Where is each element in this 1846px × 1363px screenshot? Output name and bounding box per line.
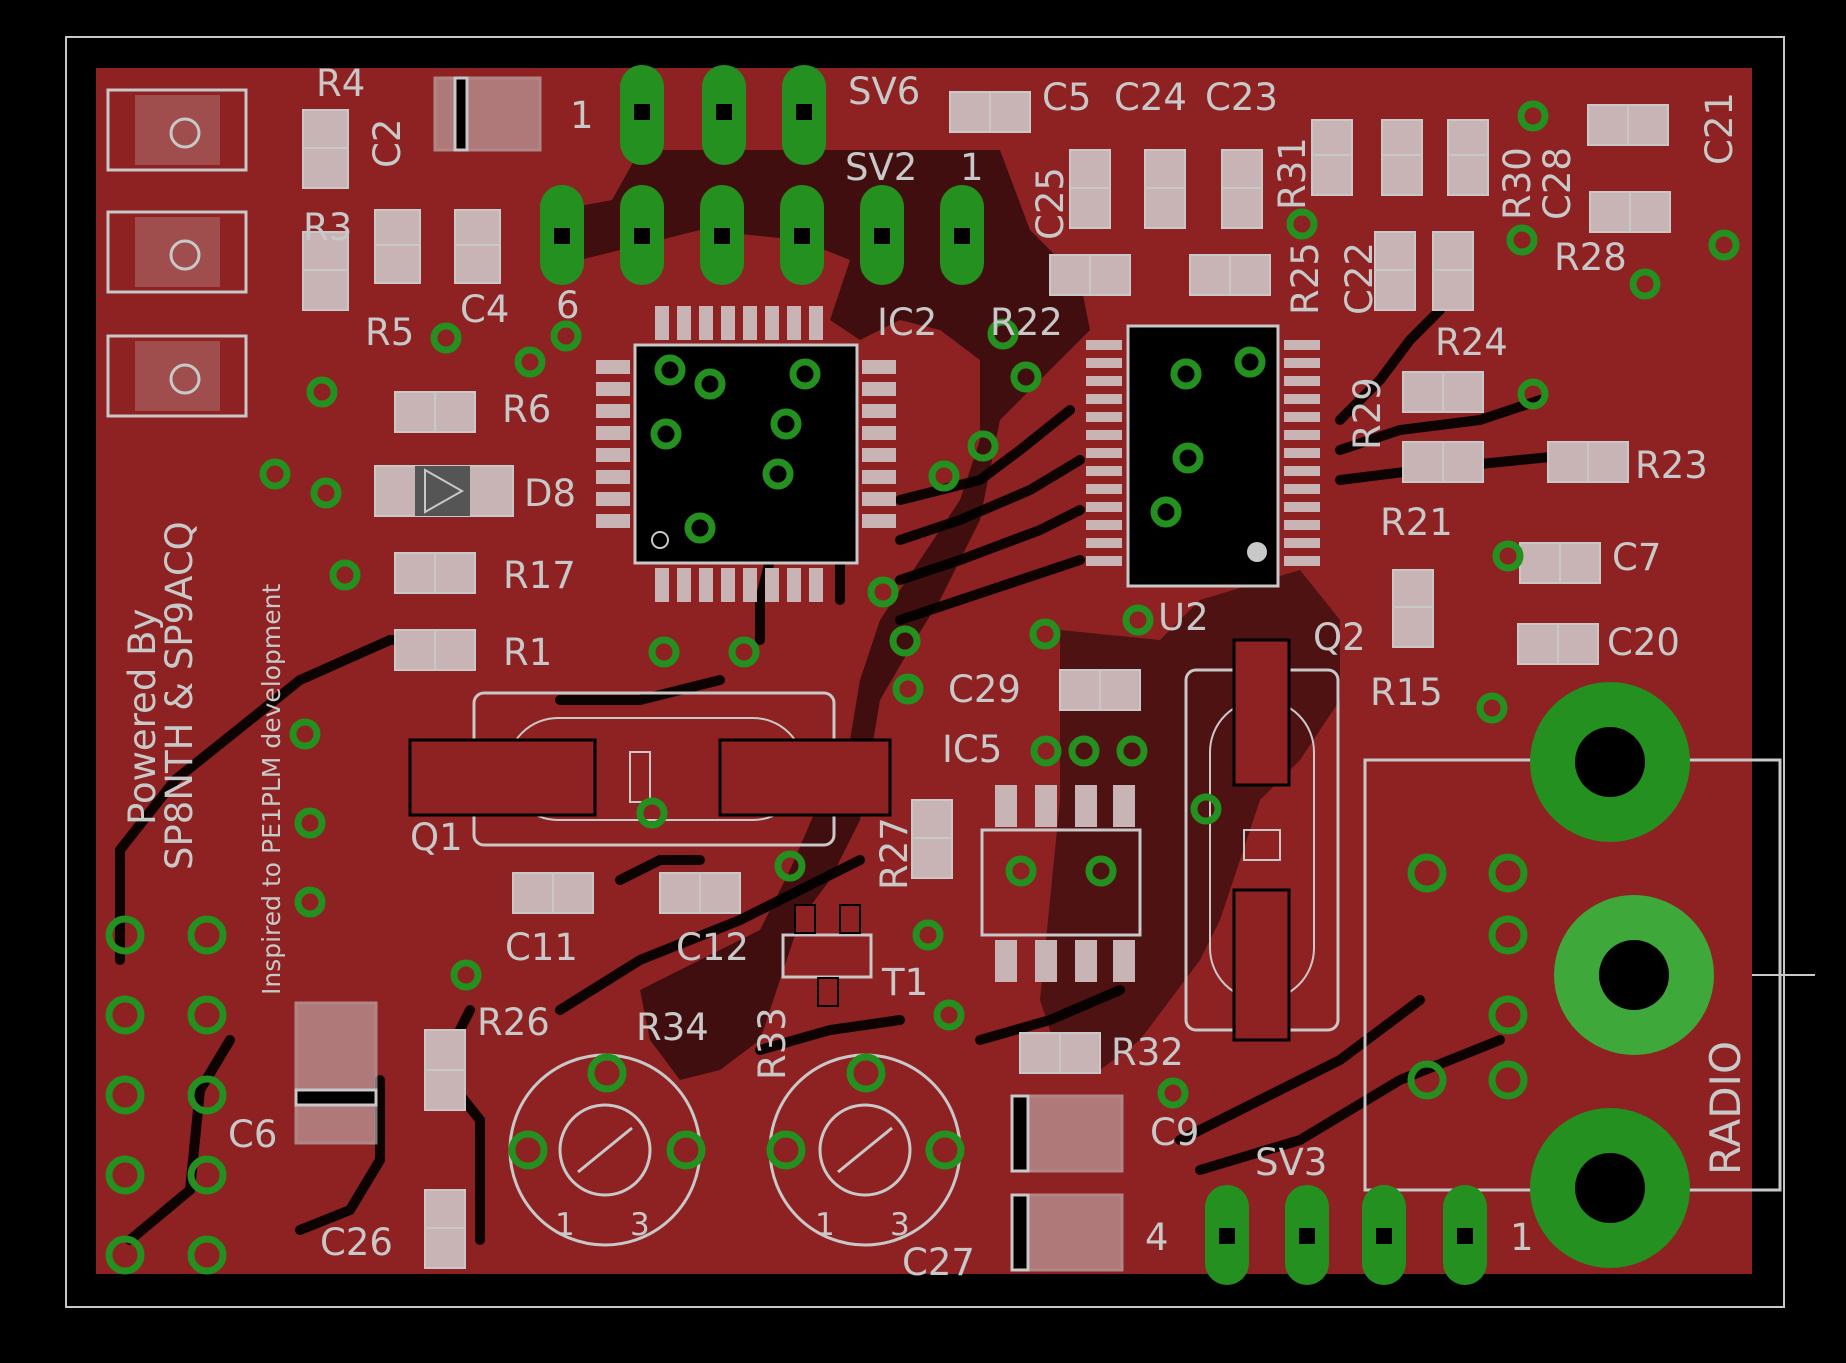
label-sv3-pin4: 4 bbox=[1145, 1216, 1169, 1259]
label-d8: D8 bbox=[524, 472, 576, 515]
label-c24: C24 bbox=[1114, 76, 1187, 119]
label-c12: C12 bbox=[676, 926, 749, 969]
smd-components bbox=[302, 91, 1671, 1269]
label-sv3-pin1: 1 bbox=[1510, 1216, 1534, 1259]
label-r15: R15 bbox=[1370, 671, 1443, 714]
label-pot2-3: 3 bbox=[890, 1207, 910, 1243]
crystal-q2 bbox=[1184, 638, 1340, 1042]
label-pot2-1: 1 bbox=[815, 1207, 835, 1243]
label-ic2: IC2 bbox=[877, 301, 937, 344]
label-c6: C6 bbox=[228, 1113, 277, 1156]
label-r4: R4 bbox=[316, 62, 365, 105]
label-q1: Q1 bbox=[410, 816, 463, 859]
vias bbox=[105, 100, 1740, 1275]
label-r1: R1 bbox=[503, 631, 552, 674]
label-sv2: SV2 bbox=[845, 146, 917, 189]
label-r23: R23 bbox=[1635, 444, 1708, 487]
label-r28: R28 bbox=[1554, 236, 1627, 279]
label-r26: R26 bbox=[477, 1001, 550, 1044]
diode-d8 bbox=[374, 465, 514, 517]
label-sv3: SV3 bbox=[1255, 1141, 1327, 1184]
label-r34: R34 bbox=[636, 1006, 709, 1049]
label-ic5: IC5 bbox=[942, 728, 1002, 771]
label-q2: Q2 bbox=[1313, 616, 1366, 659]
label-r24: R24 bbox=[1435, 321, 1508, 364]
label-c9: C9 bbox=[1150, 1111, 1199, 1154]
label-c7: C7 bbox=[1612, 536, 1661, 579]
label-r3: R3 bbox=[303, 206, 352, 249]
label-r33: R33 bbox=[751, 1007, 794, 1080]
label-c11: C11 bbox=[505, 926, 578, 969]
label-r30: R30 bbox=[1496, 147, 1539, 220]
label-c29: C29 bbox=[948, 668, 1021, 711]
label-c25: C25 bbox=[1029, 167, 1072, 240]
silkscreen-labels: R4 C2 R3 R5 C4 SV6 1 SV2 1 6 C5 C24 C23 … bbox=[121, 62, 1750, 1284]
label-c5: C5 bbox=[1042, 76, 1091, 119]
crystal-q1 bbox=[408, 691, 892, 847]
tantalum-caps bbox=[294, 76, 1124, 1272]
label-r29: R29 bbox=[1346, 377, 1389, 450]
label-r17: R17 bbox=[503, 554, 576, 597]
label-r32: R32 bbox=[1111, 1031, 1184, 1074]
label-r21: R21 bbox=[1380, 501, 1453, 544]
label-c2: C2 bbox=[366, 119, 409, 168]
label-sv6: SV6 bbox=[848, 70, 920, 113]
jack-pads bbox=[1530, 682, 1714, 1268]
label-c26: C26 bbox=[320, 1221, 393, 1264]
label-c21: C21 bbox=[1698, 92, 1741, 165]
label-pot1-3: 3 bbox=[630, 1207, 650, 1243]
label-r27: R27 bbox=[873, 817, 916, 890]
label-c4: C4 bbox=[460, 288, 509, 331]
label-r6: R6 bbox=[502, 388, 551, 431]
board-outline bbox=[65, 36, 1785, 1308]
label-c27: C27 bbox=[902, 1241, 975, 1284]
label-r25: R25 bbox=[1284, 242, 1327, 315]
board-text-powered: Powered By bbox=[121, 609, 164, 825]
label-c28: C28 bbox=[1536, 147, 1579, 220]
label-t1: T1 bbox=[881, 961, 928, 1004]
label-u2: U2 bbox=[1158, 596, 1209, 639]
led-footprints bbox=[106, 88, 248, 418]
label-r31: R31 bbox=[1271, 137, 1314, 210]
label-radio: RADIO bbox=[1701, 1041, 1750, 1175]
traces bbox=[115, 305, 1625, 1245]
ic5-soic bbox=[980, 785, 1142, 982]
label-r5: R5 bbox=[365, 311, 414, 354]
label-sv6-pin1: 1 bbox=[570, 94, 594, 137]
label-r22: R22 bbox=[990, 301, 1063, 344]
header-holes bbox=[554, 104, 1473, 1244]
transistor-t1 bbox=[781, 904, 873, 1007]
label-pot1-1: 1 bbox=[555, 1207, 575, 1243]
board-text-authors: SP8NTH & SP9ACQ bbox=[158, 521, 201, 870]
label-c20: C20 bbox=[1607, 621, 1680, 664]
label-c22: C22 bbox=[1338, 242, 1381, 315]
label-sv2-pin6: 6 bbox=[556, 284, 580, 327]
label-sv2-pin1: 1 bbox=[960, 146, 984, 189]
label-c23: C23 bbox=[1205, 76, 1278, 119]
ic2-qfp bbox=[596, 306, 896, 602]
board-text-inspired: Inspired to PE1PLM development bbox=[257, 584, 286, 995]
